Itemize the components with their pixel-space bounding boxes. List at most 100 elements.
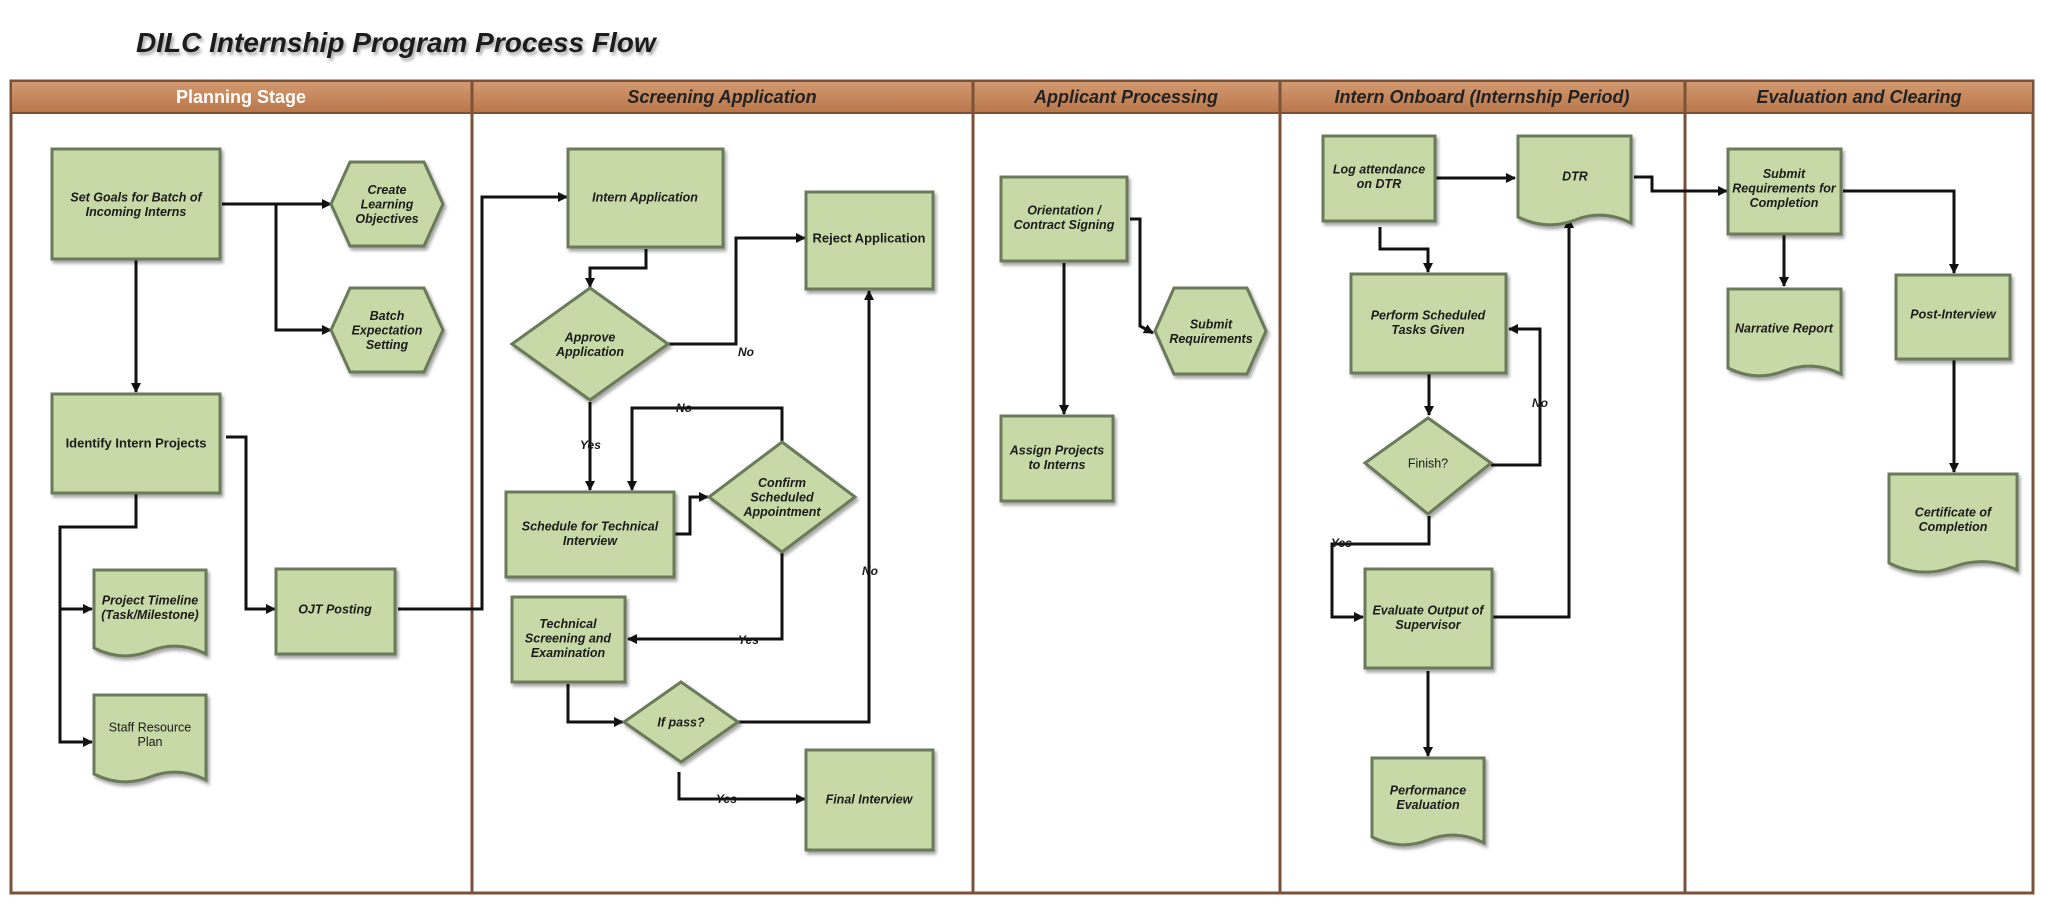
node-label-line: If pass? <box>657 716 705 730</box>
node-ojt-posting-text: OJT Posting <box>298 603 372 617</box>
node-label-line: Supervisor <box>1395 618 1461 632</box>
node-label-line: Staff Resource <box>109 720 192 734</box>
node-label-line: Requirements for <box>1732 182 1837 196</box>
node-label-line: Objectives <box>355 212 418 226</box>
node-label-line: Appointment <box>742 505 821 519</box>
node-intern-application-text: Intern Application <box>592 191 698 205</box>
node-label-line: Expectation <box>352 324 423 338</box>
node-label-line: (Task/Milestone) <box>101 608 198 622</box>
lane-label-planning: Planning Stage <box>176 87 306 107</box>
node-label-line: OJT Posting <box>298 603 372 617</box>
node-label-line: Scheduled <box>750 491 814 505</box>
node-label-line: Assign Projects <box>1009 443 1105 457</box>
node-label-line: Requirements <box>1169 332 1252 346</box>
node-label-line: Reject Application <box>813 231 926 246</box>
node-label-line: Final Interview <box>826 793 914 807</box>
node-label-line: Narrative Report <box>1735 322 1834 336</box>
node-label-line: Technical <box>539 617 597 631</box>
node-orientation: Orientation /Contract Signing <box>999 175 1129 263</box>
node-finish: Finish? <box>1362 416 1494 516</box>
node-dtr: DTR <box>1516 134 1633 227</box>
node-label-line: Identify Intern Projects <box>66 436 207 451</box>
edge-label-approve-yes: Yes <box>580 438 601 452</box>
node-label-line: Submit <box>1763 167 1806 181</box>
swimlanes: Planning Stage Screening Application App… <box>9 79 2035 895</box>
node-label-line: Perform Scheduled <box>1371 308 1486 322</box>
node-label-line: Plan <box>137 735 162 749</box>
lane-header-screening <box>471 80 974 114</box>
node-label-line: to Interns <box>1029 458 1086 472</box>
node-label-line: Interview <box>563 534 618 548</box>
node-label-line: Post-Interview <box>1910 308 1997 322</box>
node-label-line: Schedule for Technical <box>522 519 659 533</box>
node-label-line: Batch <box>370 309 405 323</box>
node-label-line: on DTR <box>1357 177 1401 191</box>
node-label-line: Approve <box>564 330 616 344</box>
edge-label-finish-no: No <box>1532 396 1548 410</box>
connector-labels: No Yes No Yes No Yes No Yes <box>580 345 1548 806</box>
node-label-line: Learning <box>361 198 414 212</box>
node-label-line: Intern Application <box>592 191 698 205</box>
node-identify-projects: Identify Intern Projects <box>50 392 222 495</box>
node-label-line: Contract Signing <box>1014 218 1115 232</box>
node-label-line: Performance <box>1390 783 1466 797</box>
node-label-line: Create <box>368 183 407 197</box>
node-post-interview: Post-Interview <box>1894 273 2012 361</box>
node-label-line: Finish? <box>1408 457 1448 471</box>
node-intern-application: Intern Application <box>566 147 725 249</box>
node-label-line: Certificate of <box>1915 505 1993 519</box>
node-if-pass-text: If pass? <box>657 716 705 730</box>
edge-label-confirm-no: No <box>676 401 692 415</box>
connectors <box>58 173 1959 804</box>
node-final-interview-text: Final Interview <box>826 793 914 807</box>
node-identify-projects-text: Identify Intern Projects <box>66 436 207 451</box>
node-label-line: Completion <box>1919 520 1988 534</box>
node-project-timeline: Project Timeline(Task/Milestone) <box>92 568 208 658</box>
node-finish-text: Finish? <box>1408 457 1448 471</box>
lane-header-planning <box>10 80 473 114</box>
node-label-line: Screening and <box>525 632 611 646</box>
lane-label-screening: Screening Application <box>627 87 816 107</box>
node-label-line: Completion <box>1750 196 1819 210</box>
node-narrative-report-text: Narrative Report <box>1735 322 1834 336</box>
lane-label-onboard: Intern Onboard (Internship Period) <box>1334 87 1629 107</box>
diagram-title: DILC Internship Program Process Flow <box>136 27 658 58</box>
node-label-line: Examination <box>531 646 606 660</box>
node-ojt-posting: OJT Posting <box>274 567 397 656</box>
node-dtr-text: DTR <box>1562 170 1588 184</box>
node-label-line: Incoming Interns <box>86 205 187 219</box>
node-label-line: DTR <box>1562 170 1588 184</box>
node-if-pass: If pass? <box>621 680 741 764</box>
node-final-interview: Final Interview <box>804 748 935 852</box>
node-label-line: Orientation / <box>1027 203 1102 217</box>
node-reject-application: Reject Application <box>804 190 935 291</box>
node-reject-application-text: Reject Application <box>813 231 926 246</box>
node-label-line: Submit <box>1190 317 1233 331</box>
